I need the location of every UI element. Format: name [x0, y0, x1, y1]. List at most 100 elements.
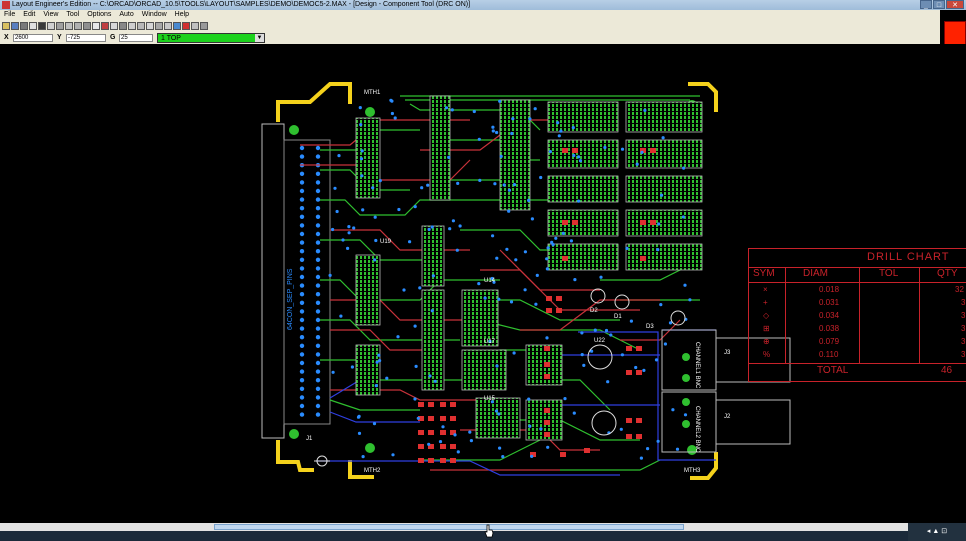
menu-edit[interactable]: Edit	[23, 11, 36, 18]
connector-pin	[315, 223, 321, 228]
scrollbar-thumb[interactable]	[214, 524, 684, 530]
edit-segment-icon[interactable]	[146, 22, 154, 30]
add-track-icon[interactable]	[155, 22, 163, 30]
via	[528, 117, 532, 121]
pcb-view[interactable]: 64CON_SEP_PINS	[0, 44, 966, 523]
drill-sym: ⊞	[763, 324, 770, 333]
via	[359, 123, 363, 127]
layer-select[interactable]: 1 TOP ▼	[157, 33, 265, 43]
drill-chart: DRILL CHART SYM DIAM TOL QTY × 0.018 32 …	[748, 248, 966, 382]
menu-window[interactable]: Window	[141, 11, 167, 18]
minimize-button[interactable]: _	[920, 0, 932, 9]
horizontal-scrollbar[interactable]	[0, 523, 908, 531]
via	[603, 145, 607, 150]
connector-pin	[299, 403, 305, 409]
via	[347, 225, 351, 229]
via	[604, 328, 609, 333]
via	[634, 365, 638, 370]
measure-icon[interactable]	[200, 22, 208, 30]
via	[642, 368, 646, 372]
via	[530, 217, 535, 221]
via	[688, 298, 692, 302]
close-button[interactable]: ✕	[946, 0, 964, 9]
auto-route-icon[interactable]	[137, 22, 145, 30]
via	[488, 339, 492, 343]
query-icon[interactable]	[29, 22, 37, 30]
system-tray[interactable]: ◂ ▲ ⊡	[908, 523, 966, 541]
design-canvas[interactable]: 64CON_SEP_PINS	[0, 44, 966, 523]
pin-tool-icon[interactable]	[56, 22, 64, 30]
drill-qty: 3	[961, 324, 966, 333]
connector-pin	[299, 317, 305, 323]
error-icon[interactable]	[191, 22, 199, 30]
via	[573, 278, 577, 282]
via	[494, 409, 499, 413]
connector-pin	[299, 360, 305, 366]
menu-tool[interactable]: Tool	[66, 11, 80, 18]
via	[683, 413, 688, 417]
via	[534, 302, 538, 306]
library-icon[interactable]	[20, 22, 28, 30]
via	[499, 154, 503, 158]
mount-hole-label: MTH3	[684, 468, 701, 474]
shove-track-icon[interactable]	[164, 22, 172, 30]
save-icon[interactable]	[11, 22, 19, 30]
smd-pad	[562, 148, 568, 153]
open-icon[interactable]	[2, 22, 10, 30]
via	[378, 179, 382, 183]
via	[396, 335, 400, 339]
via	[391, 453, 395, 457]
via	[491, 125, 495, 129]
connector-pin	[299, 249, 305, 254]
chevron-down-icon[interactable]: ▼	[255, 34, 264, 42]
smd-pad	[650, 148, 656, 153]
via	[606, 380, 610, 384]
menu-file[interactable]: File	[4, 11, 16, 18]
component-tool-icon[interactable]	[47, 22, 55, 30]
x-coordinate: 2600	[13, 34, 53, 42]
via	[477, 137, 481, 141]
menu-view[interactable]: View	[43, 11, 59, 18]
via	[450, 108, 454, 112]
bnc-label: CHANNEL1 BNC	[694, 342, 700, 389]
connector-pin	[315, 309, 321, 314]
connector-j1	[261, 123, 285, 439]
menu-auto[interactable]: Auto	[119, 11, 134, 18]
layer-color-icon[interactable]	[182, 22, 190, 30]
via	[671, 408, 675, 412]
menu-options[interactable]: Options	[87, 11, 112, 18]
reconnect-icon[interactable]	[128, 22, 136, 30]
smd-pad	[544, 408, 550, 413]
color-icon[interactable]	[173, 22, 181, 30]
maximize-button[interactable]: □	[933, 0, 945, 9]
via	[331, 227, 335, 232]
menu-help[interactable]: Help	[174, 11, 190, 18]
drc-icon[interactable]	[101, 22, 109, 30]
spreadsheet-icon[interactable]	[38, 22, 46, 30]
text-tool-icon[interactable]	[74, 22, 82, 30]
via	[393, 116, 397, 120]
drc-status-indicator[interactable]	[944, 21, 966, 45]
drill-sym: +	[763, 298, 768, 307]
via	[625, 246, 629, 250]
connector-pin	[299, 309, 305, 314]
connection-tool-icon[interactable]	[83, 22, 91, 30]
connector-pin	[299, 180, 305, 185]
smd-pad	[640, 256, 646, 261]
via	[682, 166, 686, 170]
via	[333, 186, 337, 190]
obstacle-tool-icon[interactable]	[65, 22, 73, 30]
via	[335, 209, 339, 214]
via	[533, 107, 537, 111]
zoom-in-icon[interactable]	[92, 22, 100, 30]
via	[510, 131, 514, 136]
refresh-icon[interactable]	[110, 22, 118, 30]
online-drc-icon[interactable]	[119, 22, 127, 30]
smd-pad	[572, 220, 578, 225]
smd-pad	[530, 452, 536, 457]
connector-label: 64CON_SEP_PINS	[287, 268, 294, 330]
refdes-label: U14	[484, 278, 496, 284]
smd-pad	[562, 220, 568, 225]
mount-hole	[682, 353, 690, 361]
oscillator	[587, 344, 613, 370]
